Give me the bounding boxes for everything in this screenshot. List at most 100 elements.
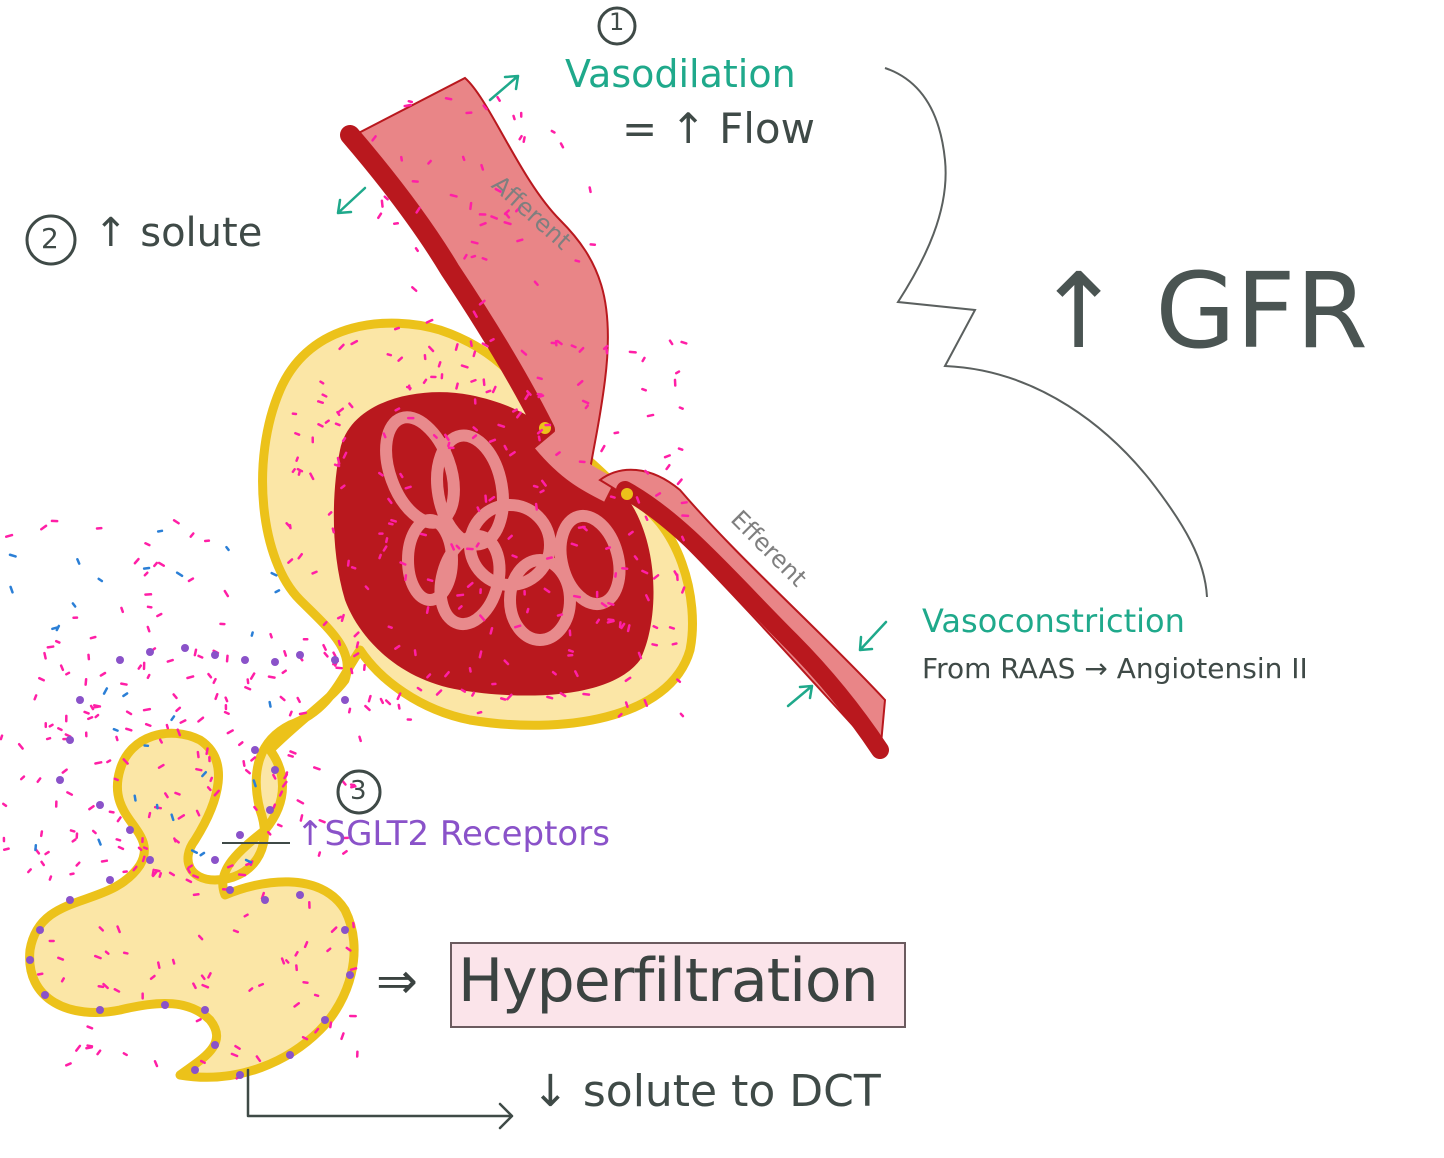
speckle — [503, 444, 508, 451]
speckle — [674, 370, 681, 375]
speckle — [94, 713, 100, 719]
speckle — [212, 677, 217, 685]
speckle — [285, 959, 290, 964]
speckle — [358, 735, 362, 743]
speckle — [378, 553, 382, 560]
speckle — [644, 515, 649, 521]
speckle — [59, 664, 65, 672]
sglt2-receptor-dot — [36, 926, 44, 934]
speckle — [449, 193, 458, 198]
speckle — [652, 574, 660, 580]
capillary-loop — [402, 514, 458, 606]
speckle — [680, 501, 688, 505]
speckle — [149, 974, 156, 980]
speckle — [466, 581, 474, 589]
speckle — [371, 135, 377, 142]
speckle — [567, 649, 575, 653]
speckle — [108, 810, 115, 814]
speckle — [475, 542, 480, 548]
capillary-loop — [434, 529, 506, 631]
speckle — [472, 310, 478, 318]
speckle — [209, 776, 214, 783]
sglt2-receptor-dot — [41, 991, 49, 999]
speckle — [536, 428, 544, 435]
speckle — [86, 1025, 94, 1030]
speckle — [681, 586, 686, 594]
speckle — [189, 532, 195, 538]
speckle — [281, 669, 287, 675]
capillary-stalk — [535, 431, 616, 502]
speckle — [556, 339, 563, 346]
gfr-label: ↑ GFR — [1035, 250, 1368, 372]
speckle — [192, 893, 200, 897]
speckle — [426, 578, 434, 583]
speckle — [113, 777, 119, 782]
speckle — [643, 698, 649, 707]
sglt2-receptor-dot — [261, 896, 269, 904]
step-2-circle — [25, 214, 77, 266]
speckle — [355, 641, 360, 649]
speckle — [397, 356, 404, 362]
speckle — [280, 957, 286, 965]
sglt2-receptor-dot — [66, 736, 74, 744]
efferent-dark-wall — [616, 481, 889, 759]
speckle — [51, 626, 59, 631]
speckle — [570, 344, 577, 349]
speckle — [122, 1052, 128, 1057]
speckle — [302, 980, 309, 984]
speckle — [414, 247, 419, 253]
speckle — [213, 789, 220, 797]
speckle — [463, 253, 468, 260]
speckle — [303, 940, 309, 949]
speckle — [0, 734, 4, 741]
speckle — [147, 811, 152, 819]
speckle — [405, 385, 412, 390]
speckle — [5, 533, 14, 538]
speckle — [559, 142, 565, 149]
speckle — [503, 221, 512, 226]
speckle — [488, 438, 497, 443]
step-3-number: 3 — [350, 776, 367, 806]
speckle — [652, 624, 659, 630]
speckle — [336, 456, 341, 465]
sglt2-receptor-dot — [56, 776, 64, 784]
speckle — [40, 524, 48, 531]
speckle — [559, 691, 567, 698]
speckle — [336, 615, 343, 620]
speckle — [146, 673, 151, 680]
speckle — [520, 349, 528, 356]
speckle — [407, 99, 414, 104]
speckle — [353, 652, 360, 658]
speckle — [223, 589, 230, 598]
speckle — [679, 712, 685, 718]
speckle — [45, 736, 52, 741]
speckle — [192, 982, 197, 990]
speckle — [2, 802, 8, 808]
speckle — [166, 658, 174, 663]
speckle — [137, 846, 143, 852]
speckle — [177, 814, 186, 820]
speckle — [102, 687, 109, 695]
speckle — [476, 710, 483, 715]
speckle — [165, 723, 170, 730]
speckle — [293, 1002, 301, 1008]
speckle — [633, 555, 639, 561]
speckle — [514, 206, 522, 213]
speckle — [641, 356, 646, 363]
sglt2-receptor-dot — [341, 696, 349, 704]
speckle — [97, 838, 102, 846]
speckle — [287, 558, 294, 564]
speckle — [668, 626, 676, 630]
speckle — [65, 671, 71, 676]
speckle — [515, 411, 522, 419]
speckle — [540, 479, 547, 487]
speckle — [122, 951, 129, 955]
speckle — [330, 926, 338, 933]
step-2-number: 2 — [41, 222, 59, 255]
speckle — [199, 851, 206, 857]
speckle — [627, 530, 634, 536]
speckle — [258, 982, 265, 987]
speckle — [460, 688, 467, 693]
speckle — [457, 605, 463, 610]
speckle — [655, 492, 662, 497]
